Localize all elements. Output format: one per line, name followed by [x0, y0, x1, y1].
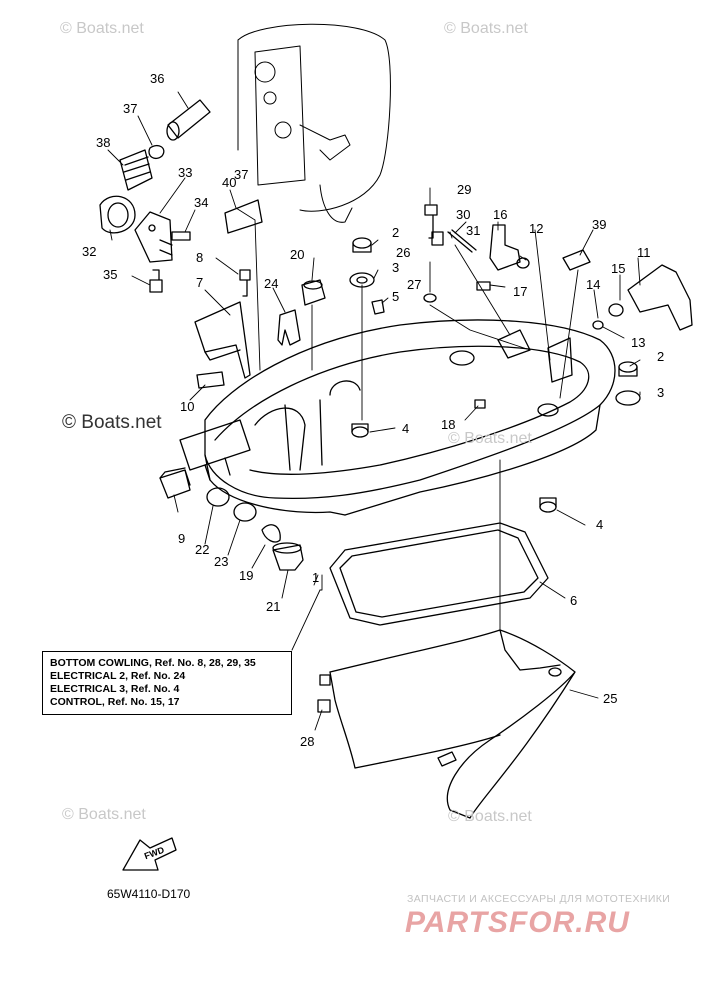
callout-14: 14 [586, 277, 601, 292]
lever-16 [431, 224, 530, 291]
callout-28: 28 [300, 734, 315, 749]
callout-10: 10 [180, 399, 195, 414]
watermark-text: Boats.net [460, 20, 528, 37]
callout-38: 38 [96, 135, 111, 150]
fitting-38 [119, 149, 153, 191]
callout-7: 7 [196, 275, 204, 290]
callout-4-right: 4 [596, 517, 604, 532]
watermark-text: Boats.net [464, 808, 532, 825]
holder-20 [301, 279, 326, 306]
callout-36: 36 [150, 71, 165, 86]
switch-9 [159, 467, 191, 499]
callout-12: 12 [529, 221, 544, 236]
callout-35: 35 [103, 267, 118, 282]
callout-15: 15 [611, 261, 626, 276]
watermark-text: Boats.net [76, 20, 144, 37]
watermark-mid-left: © Boats.net [62, 412, 162, 434]
callout-29: 29 [457, 182, 472, 197]
callout-40: 40 [222, 175, 237, 190]
callout-11: 11 [637, 245, 651, 260]
watermark-text: Boats.net [81, 412, 162, 433]
legend-line-electrical-2: ELECTRICAL 2, Ref. No. 24 [50, 670, 186, 682]
callout-8: 8 [196, 250, 204, 265]
callout-31: 31 [466, 223, 481, 238]
plugs [206, 487, 304, 571]
diagram-code: 65W4110-D170 [107, 887, 191, 901]
clamp-5 [371, 299, 385, 315]
legend-line-bottom-cowling: BOTTOM COWLING, Ref. No. 8, 28, 29, 35 [50, 657, 256, 669]
callout-13: 13 [631, 335, 646, 350]
callout-21: 21 [266, 599, 281, 614]
callout-3-top: 3 [392, 260, 400, 275]
hose-36 [148, 99, 211, 160]
seal-6 [329, 522, 549, 626]
labels-sheets [224, 199, 591, 271]
callout-6: 6 [570, 593, 578, 608]
lower-cover-25 [329, 629, 576, 819]
copyright-symbol: © [448, 430, 460, 447]
bracket-33 [134, 211, 173, 263]
copyright-symbol: © [60, 20, 72, 37]
callout-20: 20 [290, 247, 305, 262]
clip-24 [277, 309, 301, 346]
copyright-symbol: © [448, 808, 460, 825]
callout-4-mid: 4 [402, 421, 410, 436]
callout-33: 33 [178, 165, 193, 180]
callout-27: 27 [407, 277, 422, 292]
bracket-7 [194, 301, 251, 379]
callout-2-top: 2 [392, 225, 400, 240]
callout-37-right: 37 [234, 167, 249, 182]
callout-24: 24 [264, 276, 279, 291]
legend-line-electrical-3: ELECTRICAL 3, Ref. No. 4 [50, 683, 180, 695]
watermark-text: Boats.net [78, 806, 146, 823]
cap-32 [99, 195, 136, 234]
watermark-bottom-left: © Boats.net [62, 806, 146, 824]
callout-1: 1 [312, 570, 320, 585]
callout-34: 34 [194, 195, 209, 210]
callout-16: 16 [493, 207, 508, 222]
plate-10 [196, 371, 225, 389]
callout-30: 30 [456, 207, 471, 222]
watermark-mid-right: © Boats.net [448, 430, 532, 448]
fwd-arrow [122, 837, 177, 871]
callout-25: 25 [603, 691, 618, 706]
watermark-bottom-right: © Boats.net [448, 808, 532, 826]
callout-32: 32 [82, 244, 97, 259]
callout-5: 5 [392, 289, 400, 304]
callout-23: 23 [214, 554, 229, 569]
bottom-cowling [179, 319, 616, 516]
callout-37-left: 37 [123, 101, 138, 116]
leader-lines [107, 91, 641, 731]
watermark-top-left: © Boats.net [60, 20, 144, 38]
copyright-symbol: © [62, 806, 74, 823]
engine-outline [237, 23, 391, 223]
callout-26: 26 [396, 245, 411, 260]
callout-39: 39 [592, 217, 607, 232]
copyright-symbol: © [62, 412, 76, 433]
watermark-text: Boats.net [464, 430, 532, 447]
brand-logo: PARTSFOR.RU [405, 906, 630, 939]
lever-11 [592, 264, 693, 331]
callout-18: 18 [441, 417, 456, 432]
callout-19: 19 [239, 568, 254, 583]
legend-line-control: CONTROL, Ref. No. 15, 17 [50, 696, 180, 708]
copyright-symbol: © [444, 20, 456, 37]
callout-9: 9 [178, 531, 186, 546]
reference-legend: BOTTOM COWLING, Ref. No. 8, 28, 29, 35 E… [42, 651, 292, 715]
watermark-top-right: © Boats.net [444, 20, 528, 38]
callout-22: 22 [195, 542, 210, 557]
callout-3-right: 3 [657, 385, 665, 400]
screws [149, 204, 486, 713]
callout-17: 17 [513, 284, 528, 299]
callout-2-right: 2 [657, 349, 665, 364]
brand-tagline: ЗАПЧАСТИ И АКСЕССУАРЫ ДЛЯ МОТОТЕХНИКИ [407, 893, 671, 905]
